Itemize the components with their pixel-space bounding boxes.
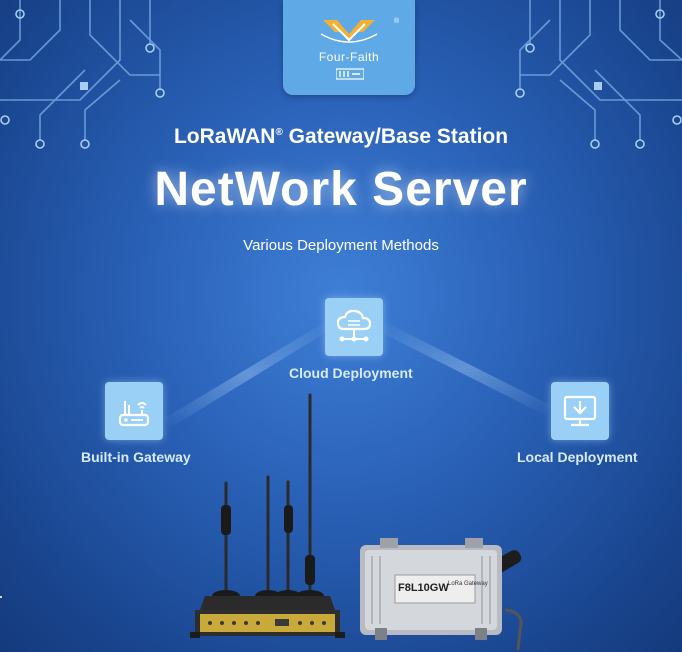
page-subtitle: LoRaWAN® Gateway/Base Station <box>0 125 682 149</box>
page-title: NetWork Server <box>154 163 528 216</box>
built-in-gateway-label: Built-in Gateway <box>81 449 191 465</box>
page-tagline: Various Deployment Methods <box>243 237 439 254</box>
cloud-deployment-tile <box>325 298 383 356</box>
download-monitor-icon <box>563 395 597 427</box>
subtitle-registered-mark: ® <box>275 127 283 138</box>
brand-logo: ® Four-Faith <box>283 0 415 95</box>
local-deployment-tile <box>551 382 609 440</box>
outdoor-gateway-label: LoRa Gateway <box>448 581 488 587</box>
edge-mark <box>0 596 2 598</box>
local-deployment-label: Local Deployment <box>517 449 638 465</box>
subtitle-brand: LoRaWAN <box>173 125 276 148</box>
built-in-gateway-tile <box>105 382 163 440</box>
logo-registered-mark: ® <box>394 18 400 25</box>
subtitle-rest: Gateway/Base Station <box>282 125 509 148</box>
cloud-network-icon <box>336 309 372 342</box>
brand-name: Four-Faith <box>318 50 380 64</box>
router-icon <box>118 401 150 427</box>
cloud-deployment-label: Cloud Deployment <box>289 365 413 381</box>
logo-mark-icon <box>320 20 378 43</box>
outdoor-gateway-model: F8L10GW <box>398 582 449 594</box>
logo-sub-icon <box>336 68 364 80</box>
